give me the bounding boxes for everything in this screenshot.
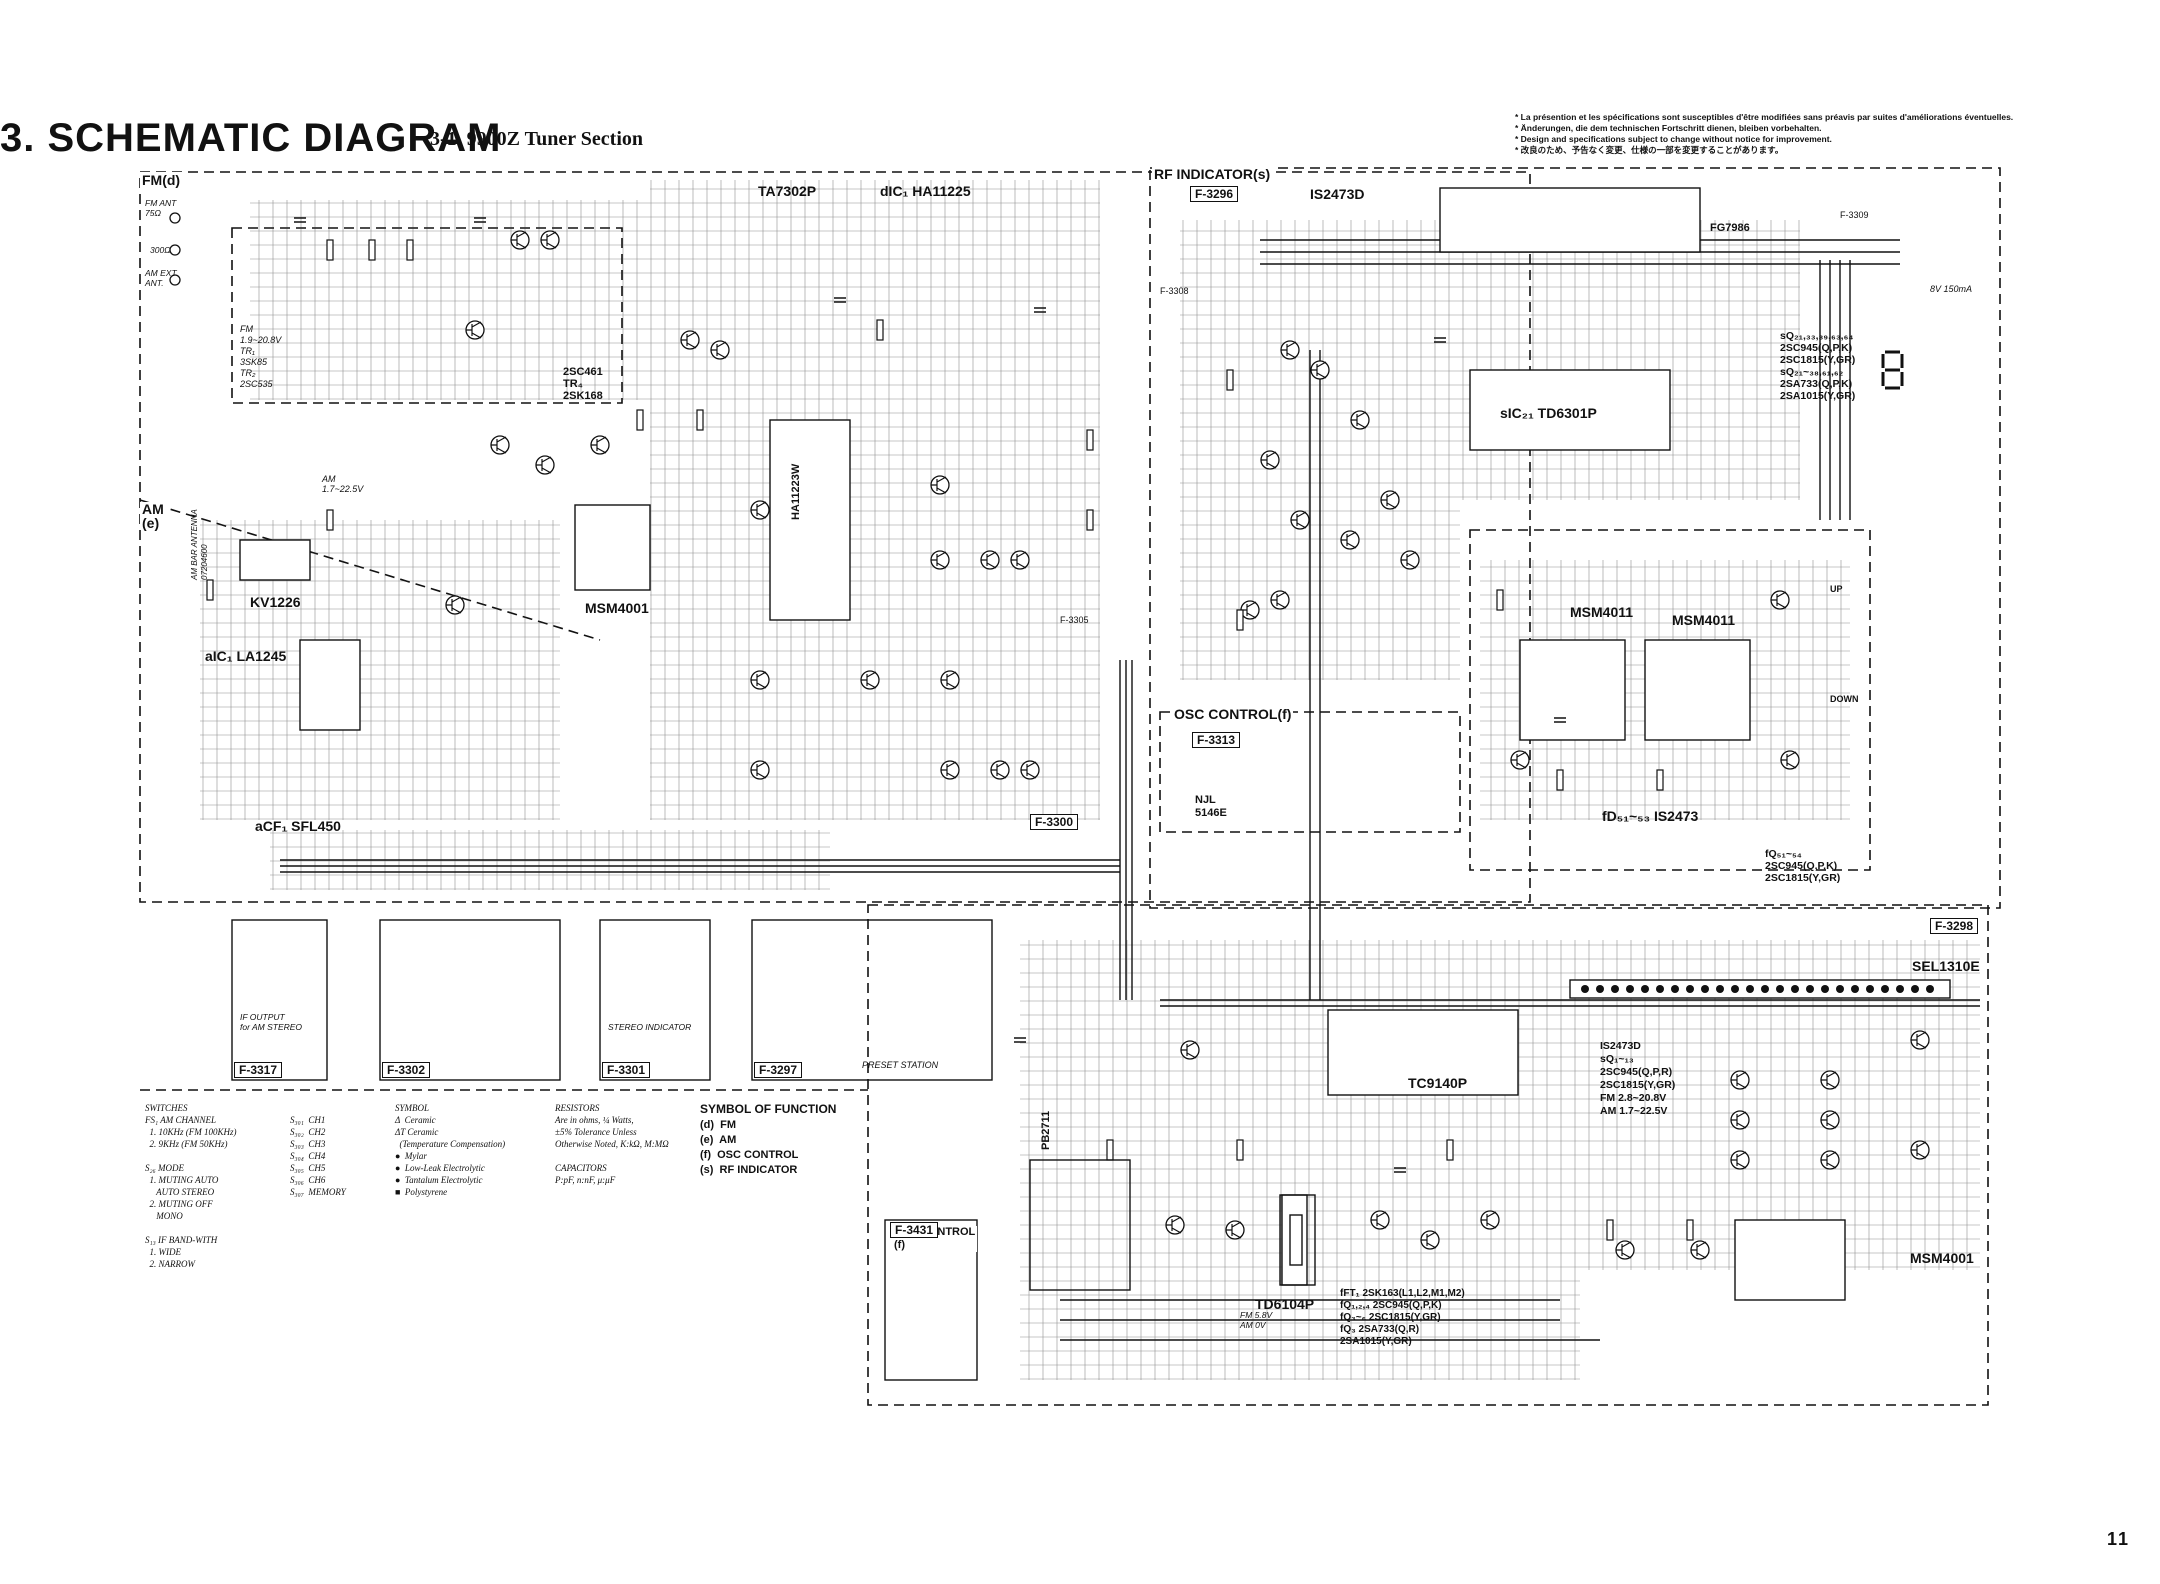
rf-indicator-label: RF INDICATOR(s) [1152, 166, 1273, 182]
note-english: * Design and specifications subject to c… [1515, 134, 1832, 144]
preset-station-label: PRESET STATION [862, 1060, 939, 1070]
note-japanese: * 改良のため、予告なく変更、仕様の一部を変更することがあります。 [1515, 145, 1784, 155]
tc9140p-ic [1327, 1009, 1519, 1096]
fm-section-label: FM(d) [140, 172, 183, 188]
ic-blocks [239, 187, 1951, 1301]
fg7986-display [1439, 187, 1701, 253]
fm-ant-label: FM ANT 75Ω [145, 198, 177, 218]
fg-voltage-label: 8V 150mA [1930, 284, 1973, 294]
msm4011-b-label: MSM4011 [1672, 612, 1736, 628]
ta7302p-label: TA7302P [758, 183, 817, 199]
note-german: * Änderungen, die dem technischen Fortsc… [1515, 123, 1822, 133]
osc-fet-list: fFT₁ 2SK163(L1,L2,M1,M2) fQ₁,₂,₄ 2SC945(… [1340, 1288, 1465, 1347]
board-f3298: F-3298 [1930, 918, 1979, 934]
am-voltage-label: AM 1.7~22.5V [322, 474, 364, 494]
legend-function-title: SYMBOL OF FUNCTION [700, 1102, 837, 1116]
led-row [1581, 985, 1934, 993]
td6301p-ic [1469, 369, 1671, 451]
la1245-ic [299, 639, 361, 731]
msm4001-b-ic [1734, 1219, 1846, 1301]
msm4001-ic [574, 504, 651, 591]
kv1226-ic [239, 539, 311, 581]
ha11223w-ic [769, 419, 851, 621]
sel1310e-display [1569, 979, 1951, 999]
msm4001-b-label: MSM4001 [1910, 1250, 1974, 1266]
am-ext-label: AM EXT ANT. [145, 268, 177, 288]
legend-function: (d) FM (e) AM (f) OSC CONTROL (s) RF IND… [700, 1119, 799, 1176]
seven-seg-icon [1881, 350, 1904, 390]
msm4011-a-label: MSM4011 [1570, 604, 1634, 620]
td6301p-label: sIC₂₁ TD6301P [1500, 405, 1597, 421]
am-bar-label: AM BAR ANTENNA 07204600 [190, 509, 209, 580]
rf-indicator-border [1149, 167, 2001, 909]
osc-detail-border [1469, 529, 1871, 871]
revision-notes: * La présention et les spécifications so… [1515, 112, 2013, 156]
f3305-ref: F-3305 [1060, 615, 1089, 625]
osc-control-label: OSC CONTROL(f) [1172, 706, 1294, 722]
fm-fet-list: 2SC461 TR₄ 2SK168 [563, 366, 603, 402]
down-label: DOWN [1830, 694, 1859, 704]
ohm300-label: 300Ω [150, 245, 171, 255]
f3308-ref: F-3308 [1160, 286, 1189, 296]
njl-label: NJL 5146E [1195, 794, 1227, 819]
legend-resistors: RESISTORS Are in ohms, ¼ Watts, ±5% Tole… [555, 1103, 669, 1185]
board-f3300: F-3300 [1030, 814, 1079, 830]
board-f3296: F-3296 [1190, 186, 1239, 202]
pb2711-label: PB2711 [1040, 1110, 1052, 1150]
fg7986-label: FG7986 [1710, 222, 1750, 234]
fm-transistor-list: FM 1.9~20.8V TR₁ 3SK85 TR₂ 2SC535 [240, 324, 282, 389]
bus-lines [280, 239, 1980, 1341]
ha11225-label: dIC₁ HA11225 [880, 183, 971, 199]
page-number: 11 [2106, 1529, 2130, 1549]
stereo-indicator-label: STEREO INDICATOR [608, 1022, 692, 1032]
board-f3301: F-3301 [602, 1062, 651, 1078]
la1245-label: aIC₁ LA1245 [205, 648, 287, 664]
sub-boards [231, 919, 1316, 1381]
legend-channels: S₃₀₁ CH1 S₃₀₂ CH2 S₃₀₃ CH3 S₃₀₄ CH4 S₃₀₅… [290, 1115, 346, 1197]
page-subtitle: 3-1. 9900Z Tuner Section [430, 128, 643, 150]
msm4001-label: MSM4001 [585, 600, 649, 616]
indicator-transistor-list: IS2473D sQ₁~₁₃ 2SC945(Q,P,R) 2SC1815(Y,G… [1600, 1040, 1676, 1117]
sfl450-label: aCF₁ SFL450 [255, 818, 341, 834]
ha11223w-label: HA11223W [790, 463, 802, 520]
note-french: * La présention et les spécifications so… [1515, 112, 2014, 122]
wiring-fill [200, 180, 1980, 1380]
is2473-label: fD₅₁~₅₃ IS2473 [1602, 808, 1699, 824]
board-f3317: F-3317 [234, 1062, 283, 1078]
legend-symbols: SYMBOL Δ Ceramic ΔT Ceramic (Temperature… [395, 1103, 506, 1197]
antenna-terminals [169, 212, 181, 286]
if-output-label: IF OUTPUT for AM STEREO [240, 1012, 303, 1032]
osc-transistor-list: fQ₅₁~₅₄ 2SC945(Q,P,K) 2SC1815(Y,GR) [1765, 848, 1841, 884]
page-title: 3. SCHEMATIC DIAGRAM [0, 116, 502, 160]
fm-section-border [139, 171, 1531, 903]
board-f3302: F-3302 [382, 1062, 431, 1078]
rf-transistor-list: sQ₂₁,₃₃,₃₉,₆₃,₆₄ 2SC945(Q,P,K) 2SC1815(Y… [1780, 330, 1856, 402]
legend-switches: SWITCHES FS₁ AM CHANNEL 1. 10KHz (FM 100… [145, 1103, 237, 1269]
control-section-border [867, 904, 1989, 1406]
sel1310e-label: SEL1310E [1912, 958, 1980, 974]
am-section-label: AM (e) [140, 501, 166, 531]
kv1226-label: KV1226 [250, 594, 301, 610]
f3309-ref: F-3309 [1840, 210, 1869, 220]
msm4011-a-ic [1519, 639, 1626, 741]
msm4011-b-ic [1644, 639, 1751, 741]
board-f3431: F-3431 [890, 1222, 939, 1238]
s2473d-label: IS2473D [1310, 186, 1365, 202]
board-f3297: F-3297 [754, 1062, 803, 1078]
tc9140p-label: TC9140P [1408, 1075, 1468, 1091]
td6104p-label: TD6104P [1255, 1296, 1315, 1312]
board-f3313: F-3313 [1192, 732, 1241, 748]
up-label: UP [1830, 584, 1843, 594]
fm-am-voltage-label: FM 5.8V AM 0V [1240, 1310, 1273, 1330]
